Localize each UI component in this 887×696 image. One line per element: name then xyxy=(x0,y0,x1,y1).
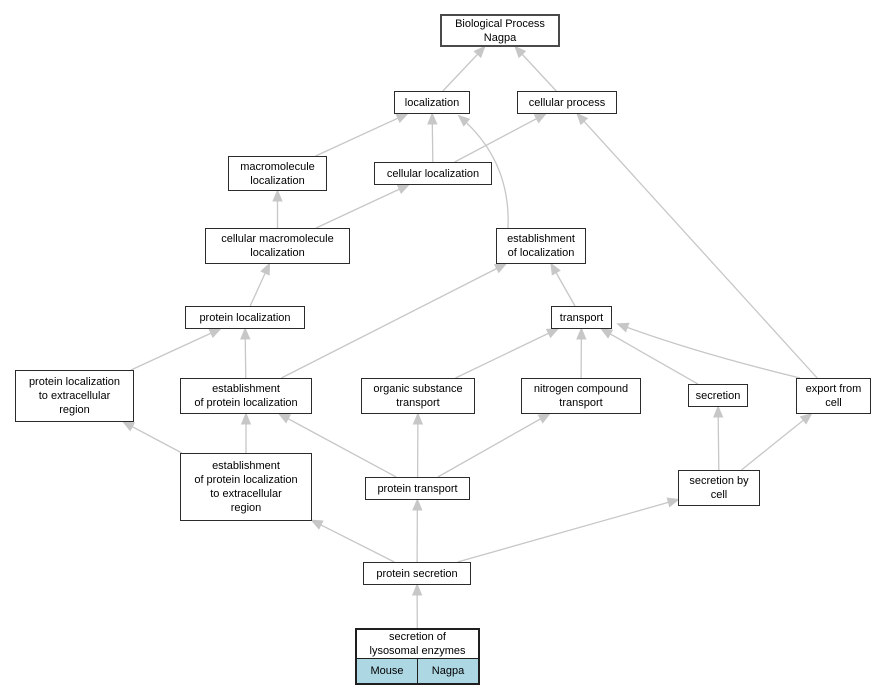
graph-node-export-from-cell[interactable]: export from cell xyxy=(796,378,871,414)
graph-node-label: cellular process xyxy=(528,96,606,109)
graph-node-protein-localization[interactable]: protein localization xyxy=(185,306,305,329)
graph-node-label: cellular macromolecule localization xyxy=(221,233,334,259)
graph-node-establishment-of-protein-localization[interactable]: establishment of protein localization xyxy=(180,378,312,414)
graph-node-label: nitrogen compound transport xyxy=(533,383,629,409)
graph-node-label: protein localization to extracellular re… xyxy=(28,376,121,416)
graph-node-label: localization xyxy=(404,96,460,109)
graph-node-protein-localization-to-extracellular-region[interactable]: protein localization to extracellular re… xyxy=(15,370,134,422)
edge-protein-secretion-to-establishment-of-protein-localization-to-extracellular-region xyxy=(310,519,395,563)
graph-node-nitrogen-compound-transport[interactable]: nitrogen compound transport xyxy=(521,378,641,414)
graph-node-protein-secretion[interactable]: protein secretion xyxy=(363,562,471,585)
graph-node-label: secretion of lysosomal enzymes xyxy=(369,631,466,657)
graph-node-cellular-process[interactable]: cellular process xyxy=(517,91,617,114)
graph-node-label: protein localization xyxy=(199,311,291,324)
graph-node-establishment-of-protein-localization-to-extracellular-region[interactable]: establishment of protein localization to… xyxy=(180,453,312,521)
graph-node-label: protein transport xyxy=(377,482,458,495)
graph-node-cellular-localization[interactable]: cellular localization xyxy=(374,162,492,185)
edge-localization-to-biological-process xyxy=(442,45,486,92)
graph-node-secretion[interactable]: secretion xyxy=(688,384,748,407)
graph-node-label: establishment of protein localization xyxy=(194,383,298,409)
graph-node-label: transport xyxy=(559,311,604,324)
annotation-row: Mouse Nagpa xyxy=(357,658,478,683)
graph-node-organic-substance-transport[interactable]: organic substance transport xyxy=(361,378,475,414)
graph-node-label: Biological Process Nagpa xyxy=(455,17,545,44)
graph-node-label: establishment of localization xyxy=(507,233,575,259)
edge-protein-localization-to-cellular-macromolecule-localization xyxy=(249,262,271,307)
edge-cellular-localization-to-localization xyxy=(427,112,438,163)
edge-establishment-of-protein-localization-to-establishment-of-localization xyxy=(281,263,508,379)
edge-cellular-process-to-biological-process xyxy=(514,45,557,92)
edge-export-from-cell-to-transport xyxy=(616,322,801,379)
graph-node-label: export from cell xyxy=(805,383,862,409)
graph-node-label: secretion xyxy=(695,389,741,402)
edge-secretion-to-transport xyxy=(599,328,699,385)
edge-organic-substance-transport-to-transport xyxy=(455,328,560,379)
edge-group xyxy=(121,45,818,629)
edge-cellular-macromolecule-localization-to-cellular-localization xyxy=(315,184,410,229)
edge-secretion-by-cell-to-secretion xyxy=(713,405,724,471)
graph-node-transport[interactable]: transport xyxy=(551,306,612,329)
edge-secretion-by-cell-to-export-from-cell xyxy=(740,412,813,471)
edge-transport-to-establishment-of-localization xyxy=(550,262,576,307)
graph-node-localization[interactable]: localization xyxy=(394,91,470,114)
graph-node-label: cellular localization xyxy=(386,167,480,180)
graph-node-protein-transport[interactable]: protein transport xyxy=(365,477,470,500)
edge-protein-secretion-to-secretion-by-cell xyxy=(457,497,680,563)
graph-node-label: macromolecule localization xyxy=(240,160,315,187)
graph-node-macromolecule-localization[interactable]: macromolecule localization xyxy=(228,156,327,191)
annotation-cell-nagpa[interactable]: Nagpa xyxy=(417,659,478,683)
graph-node-biological-process[interactable]: Biological Process Nagpa xyxy=(440,14,560,47)
annotation-cell-mouse[interactable]: Mouse xyxy=(370,665,404,677)
graph-node-label: establishment of protein localization to… xyxy=(194,460,298,514)
edge-macromolecule-localization-to-localization xyxy=(315,113,409,157)
graph-node-label: protein secretion xyxy=(376,567,458,580)
edge-establishment-of-protein-localization-to-protein-localization xyxy=(240,327,251,379)
edge-protein-transport-to-nitrogen-compound-transport xyxy=(437,413,551,478)
edge-establishment-of-localization-to-localization xyxy=(457,114,509,229)
graph-node-cellular-macromolecule-localization[interactable]: cellular macromolecule localization xyxy=(205,228,350,264)
graph-node-label: organic substance transport xyxy=(373,383,463,409)
edge-protein-localization-to-extracellular-region-to-protein-localization xyxy=(130,328,222,371)
graph-node-establishment-of-localization[interactable]: establishment of localization xyxy=(496,228,586,264)
edge-cellular-localization-to-cellular-process xyxy=(454,113,547,163)
edge-establishment-of-protein-localization-to-extracellular-region-to-protein-localization-to-extracellular-region xyxy=(121,421,183,454)
graph-node-secretion-by-cell[interactable]: secretion by cell xyxy=(678,470,760,506)
edge-protein-transport-to-establishment-of-protein-localization xyxy=(277,413,397,478)
graph-node-label: secretion by cell xyxy=(689,475,749,501)
edge-export-from-cell-to-cellular-process xyxy=(576,112,818,379)
